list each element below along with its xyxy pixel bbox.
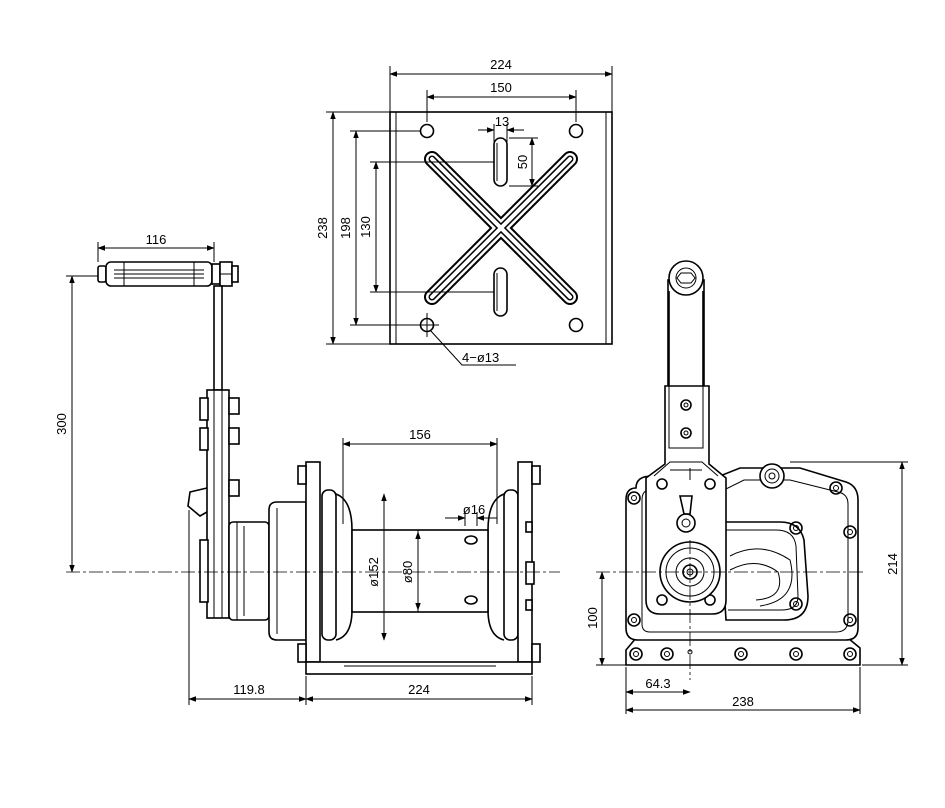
frame-left [305,461,321,663]
dim-drum-hole: ø16 [463,502,485,517]
drum-hole [464,595,478,605]
dim-center-offset: 64.3 [645,676,670,691]
gear-cavity [719,521,809,621]
mounting-plate-outline [389,111,613,345]
holes-callout: 4−ø13 [462,350,499,365]
dim-slot-length: 50 [515,155,530,169]
cross-rib [424,151,578,305]
mounting-hole [568,123,584,139]
dim-hole-spacing: 150 [490,80,512,95]
dim-hole-spacing-vertical: 198 [338,217,353,239]
gearbox-housing [268,501,307,641]
dim-drum-length: 156 [409,427,431,442]
dim-plate-width: 224 [490,57,512,72]
dim-slot-spacing: 130 [358,216,373,238]
base-plate [305,661,533,675]
mounting-slot [493,137,508,187]
dim-handle-width: 116 [146,232,167,247]
mounting-hole [568,317,584,333]
dim-offset: 119.8 [233,682,265,697]
dim-handle-radius: 300 [54,413,69,435]
dim-end-width: 238 [732,694,754,709]
mounting-plate-view: 224 150 13 50 238 198 130 4−ø13 [315,57,613,366]
drum-flange-left [321,489,337,641]
drum-flange-right [503,489,519,641]
dim-center-height: 100 [585,607,600,629]
end-pawl [679,495,693,515]
dim-core-diameter: ø80 [400,561,415,583]
dim-slot-width: 13 [495,114,509,129]
oil-plug [759,463,785,489]
dim-end-height: 214 [885,553,900,575]
winch-side-view: 116 300 156 ø16 ø152 ø80 119.8 224 [54,232,560,705]
dim-flange-diameter: ø152 [366,557,381,587]
ratchet-pawl [187,487,208,517]
handle-grip [97,261,239,287]
mounting-hole [419,123,435,139]
handle-arm [213,285,223,391]
drum-hole [464,535,478,545]
dim-plate-height: 238 [315,217,330,239]
winch-end-view: 214 100 64.3 238 [585,260,908,714]
gearbox-cover [228,521,270,621]
dim-base-length: 224 [408,682,430,697]
mounting-slot [493,267,508,317]
ratchet-disc [199,539,209,603]
crank-plate [206,389,230,619]
